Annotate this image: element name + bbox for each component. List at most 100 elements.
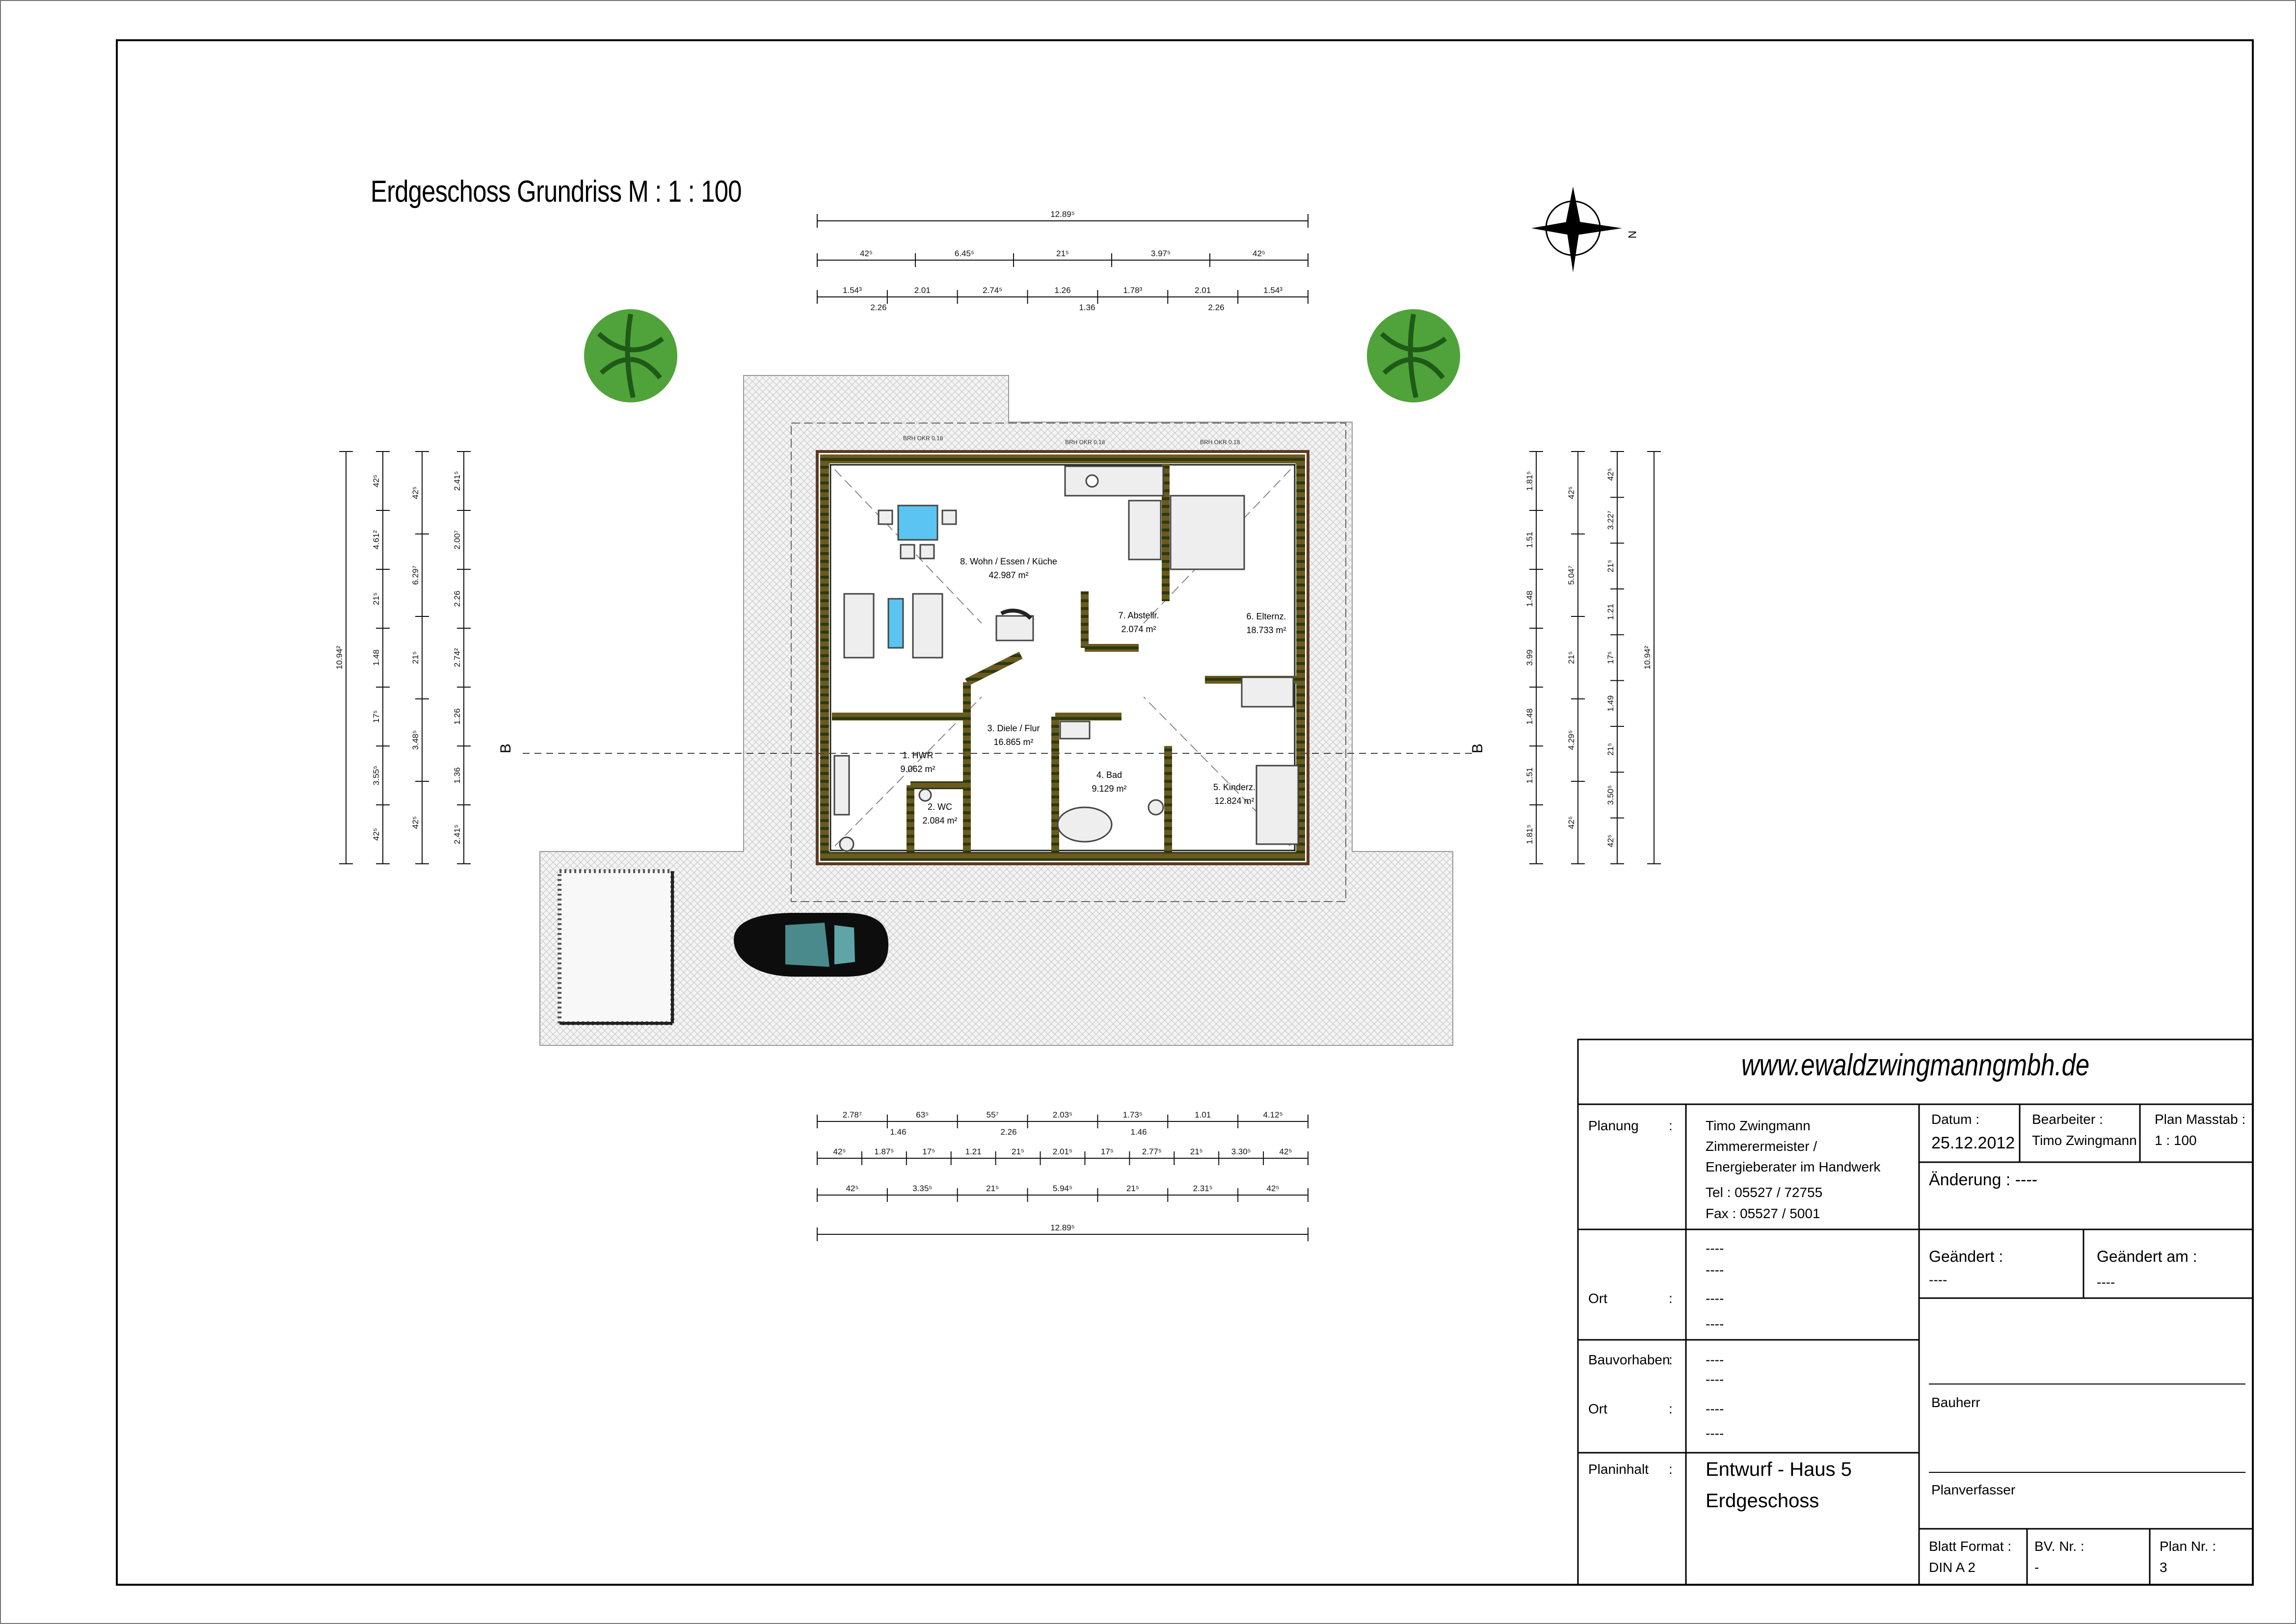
bauvorhaben-value: ---- <box>1706 1352 1724 1367</box>
dimension-label: 4.12⁵ <box>1263 1110 1283 1119</box>
dimension-label: 2.26 <box>870 303 886 312</box>
dimension-label: 5.04⁷ <box>1567 565 1576 585</box>
bearbeiter-value: Timo Zwingmann <box>2032 1133 2137 1148</box>
geaendert-value: ---- <box>1929 1272 1948 1287</box>
dimension-label: 1.81⁵ <box>1525 825 1534 844</box>
dimension-label: 42⁵ <box>1567 486 1576 499</box>
window-label: BRH OKR 0.18 <box>1200 439 1240 446</box>
dimension-label: 21⁵ <box>986 1184 999 1193</box>
ort2-value: ---- <box>1706 1426 1724 1441</box>
bv-nr-label: BV. Nr. : <box>2034 1539 2084 1554</box>
dimension-label: 42⁵ <box>1267 1184 1280 1193</box>
dimension-label: 2.26 <box>1000 1127 1016 1137</box>
dimension-label: 2.41⁵ <box>453 471 462 491</box>
dimension-label: 21⁵ <box>1567 651 1576 664</box>
room-area: 16.865 m² <box>993 737 1033 747</box>
dimension-label: 1.26 <box>453 708 462 724</box>
planung-line: Zimmerermeister / <box>1706 1139 1817 1154</box>
dimension-label: 42⁵ <box>1606 468 1615 481</box>
plan-nr-label: Plan Nr. : <box>2160 1539 2216 1554</box>
dimension-label: 1.48 <box>1525 590 1534 607</box>
masstab-value: 1 : 100 <box>2155 1133 2197 1148</box>
website-link[interactable]: www.ewaldzwingmanngmbh.de <box>1741 1048 2090 1082</box>
dimension-label: 42⁵ <box>1253 249 1265 258</box>
section-marker-left: B <box>498 744 514 753</box>
colon: : <box>1669 1462 1673 1477</box>
dimension-label: 2.74⁵ <box>983 286 1002 295</box>
dimension-label: 1.46 <box>890 1127 906 1137</box>
dimension-label: 21⁵ <box>1606 743 1615 756</box>
dimension-label: 1.48 <box>1525 708 1534 724</box>
colon: : <box>1669 1291 1673 1306</box>
aenderung-label: Änderung : ---- <box>1929 1171 2038 1189</box>
dimension-label: 2.01 <box>914 286 931 295</box>
dimension-label: 63⁵ <box>916 1110 929 1119</box>
room-area: 2.084 m² <box>922 816 957 825</box>
dimension-label: 2.31⁵ <box>1193 1184 1213 1193</box>
dimension-label: 2.00⁷ <box>453 530 462 549</box>
dimension-label: 3.50⁵ <box>1606 785 1615 805</box>
dimension-label: 2.77⁵ <box>1142 1147 1162 1156</box>
ort-value: ---- <box>1706 1316 1724 1331</box>
bauherr-label: Bauherr <box>1931 1395 1980 1410</box>
ort2-label: Ort <box>1588 1401 1607 1416</box>
dimension-label: 1.46 <box>1130 1127 1147 1137</box>
blatt-format-value: DIN A 2 <box>1929 1560 1976 1575</box>
dimension-label: 21⁵ <box>1190 1147 1203 1156</box>
dimension-label: 2.01 <box>1195 286 1211 295</box>
dimension-label: 10.94² <box>1643 646 1652 670</box>
dimension-label: 1.01 <box>1195 1110 1211 1119</box>
bv-nr-value: - <box>2034 1560 2039 1575</box>
dimension-label: 42⁵ <box>846 1184 858 1193</box>
dimension-label: 42⁵ <box>833 1147 846 1156</box>
room-name: 2. WC <box>928 802 952 812</box>
dimension-label: 2.41⁵ <box>453 825 462 844</box>
dimension-label: 2.26 <box>453 590 462 607</box>
dimension-label: 17⁵ <box>1101 1147 1114 1156</box>
dimension-label: 21⁵ <box>411 651 420 664</box>
dimension-label: 21⁵ <box>1012 1147 1024 1156</box>
planinhalt-label: Planinhalt <box>1588 1462 1649 1477</box>
colon: : <box>1669 1118 1673 1133</box>
room-area: 18.733 m² <box>1246 625 1286 635</box>
dimension-label: 1.26 <box>1054 286 1070 295</box>
dimension-label: 12.89⁵ <box>1050 1223 1075 1232</box>
dimension-label: 12.89⁵ <box>1050 210 1075 219</box>
bearbeiter-label: Bearbeiter : <box>2032 1112 2103 1127</box>
dimension-label: 4.29⁵ <box>1567 730 1576 750</box>
dimension-label: 1.51 <box>1525 767 1534 783</box>
room-name: 8. Wohn / Essen / Küche <box>960 557 1057 566</box>
colon: : <box>1669 1352 1673 1367</box>
planinhalt-line: Erdgeschoss <box>1706 1490 1819 1512</box>
ort-placeholder: ---- <box>1706 1262 1724 1278</box>
geaendert-am-value: ---- <box>2097 1275 2115 1290</box>
dimension-label: 17⁵ <box>372 710 381 723</box>
tree-icon <box>1367 309 1460 402</box>
plan-nr-value: 3 <box>2160 1560 2167 1575</box>
dimension-label: 1.87⁵ <box>874 1147 894 1156</box>
dimension-label: 42⁵ <box>372 475 381 487</box>
room-area: 2.074 m² <box>1121 624 1156 634</box>
dimension-label: 55⁷ <box>987 1110 999 1119</box>
planverfasser-label: Planverfasser <box>1931 1482 2016 1497</box>
dimension-label: 2.03⁵ <box>1053 1110 1072 1119</box>
dimension-label: 1.73⁵ <box>1123 1110 1143 1119</box>
dimension-label: 1.78³ <box>1123 286 1142 295</box>
planung-line: Timo Zwingmann <box>1706 1118 1811 1133</box>
outer-walls <box>816 450 1309 865</box>
planinhalt-line: Entwurf - Haus 5 <box>1706 1459 1852 1480</box>
room-name: 4. Bad <box>1096 770 1122 780</box>
ort-value: ---- <box>1706 1291 1724 1306</box>
dimension-label: 1.36 <box>1079 303 1095 312</box>
dimension-label: 6.45⁵ <box>955 249 974 258</box>
dimension-label: 2.26 <box>1208 303 1224 312</box>
dimension-label: 21⁵ <box>1126 1184 1139 1193</box>
dimension-label: 21⁵ <box>1056 249 1069 258</box>
dimension-label: 5.94⁵ <box>1053 1184 1072 1193</box>
datum-label: Datum : <box>1931 1112 1980 1127</box>
window-label: BRH OKR 0.18 <box>903 435 943 442</box>
north-label: N <box>1626 231 1638 239</box>
dimension-label: 42⁵ <box>411 816 420 829</box>
